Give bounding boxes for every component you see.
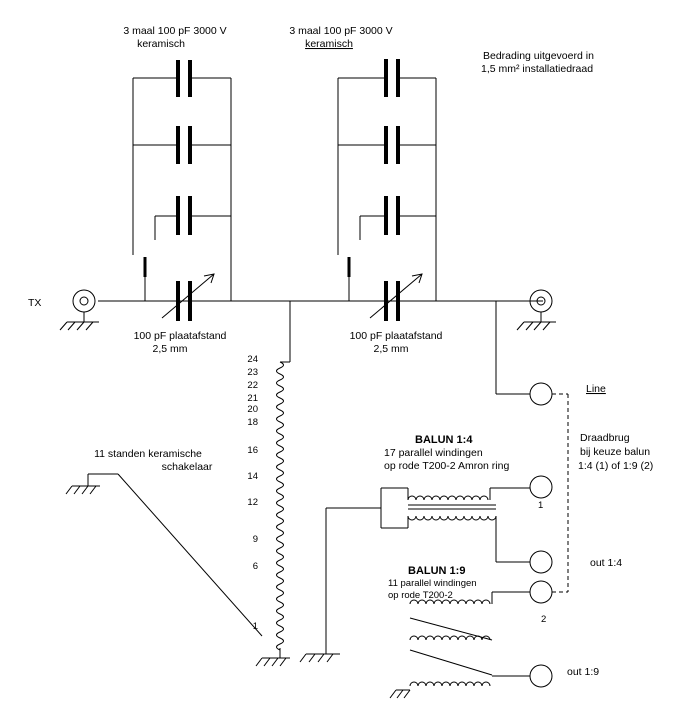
coil-tap-label: 24	[247, 354, 258, 365]
balun19-title: BALUN 1:9	[408, 565, 465, 577]
capacitor-bank-2	[337, 59, 437, 321]
coil-tap-label: 16	[247, 445, 258, 456]
balun-1-9	[389, 580, 553, 699]
cap1-title: 3 maal 100 pF 3000 V	[123, 25, 226, 37]
coil-tap-label: 21	[247, 393, 258, 404]
balun19-out2-terminal-icon	[529, 580, 553, 604]
out14-label: out 1:4	[590, 557, 622, 569]
cap2-sub: keramisch	[305, 38, 353, 50]
balun19-line2: op rode T200-2	[388, 590, 453, 601]
var-cap2-line2: 2,5 mm	[373, 343, 408, 355]
balun14-line2: op rode T200-2 Amron ring	[384, 460, 509, 472]
coil-tap-label: 6	[253, 561, 258, 572]
line-terminal-icon	[529, 382, 553, 406]
var-cap1-line2: 2,5 mm	[152, 343, 187, 355]
coil-tap-label: 18	[247, 417, 258, 428]
wiring-note-line1: Bedrading uitgevoerd in	[483, 50, 594, 62]
capacitor-bank-1	[132, 60, 232, 321]
coil-tap-label: 14	[247, 471, 258, 482]
output-connector-icon	[516, 289, 556, 331]
position-1-label: 1	[538, 500, 543, 511]
coil-tap-label: 9	[253, 534, 258, 545]
position-2-label: 2	[541, 614, 546, 625]
bridge-label-line3: 1:4 (1) of 1:9 (2)	[578, 460, 653, 472]
rotary-switch-icon	[65, 473, 263, 637]
coil-ground-icon	[255, 657, 290, 667]
coil-tap-label: 1	[253, 621, 258, 632]
line-branch	[495, 301, 553, 406]
out19-label: out 1:9	[567, 666, 599, 678]
coil-tap-label: 12	[247, 497, 258, 508]
balun19-line1: 11 parallel windingen	[388, 578, 477, 589]
var-cap1-line1: 100 pF plaatafstand	[134, 330, 227, 342]
switch-label-line1: 11 standen keramische	[94, 448, 202, 460]
cap1-sub: keramisch	[137, 38, 185, 50]
wiring-note-line2: 1,5 mm² installatiedraad	[481, 63, 593, 75]
tapped-coil	[276, 301, 291, 658]
tx-label: TX	[28, 297, 41, 309]
balun14-line1: 17 parallel windingen	[384, 447, 483, 459]
wire-bridge	[552, 393, 569, 593]
switch-label-line2: schakelaar	[162, 461, 213, 473]
coil-tap-label: 20	[247, 404, 258, 415]
balun-1-4	[326, 475, 553, 574]
out19-terminal-icon	[529, 664, 553, 688]
coil-tap-label: 22	[247, 380, 258, 391]
coil-tap-label: 23	[247, 367, 258, 378]
cap2-title: 3 maal 100 pF 3000 V	[289, 25, 392, 37]
balun-ground-icon	[299, 508, 340, 663]
bridge-label-line1: Draadbrug	[580, 432, 630, 444]
labels: 3 maal 100 pF 3000 V keramisch 3 maal 10…	[28, 25, 653, 678]
balun14-out1-terminal-icon	[529, 475, 553, 499]
balun14-title: BALUN 1:4	[415, 434, 473, 446]
out14-terminal-icon	[529, 550, 553, 574]
line-label: Line	[586, 383, 606, 395]
tx-connector-icon	[59, 289, 99, 331]
bridge-label-line2: bij keuze balun	[580, 446, 650, 458]
var-cap2-line1: 100 pF plaatafstand	[350, 330, 443, 342]
